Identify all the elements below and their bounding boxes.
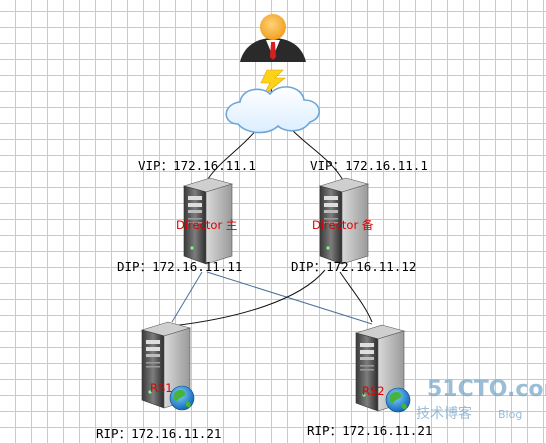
user-icon (240, 14, 306, 62)
link-backup-rs2 (339, 271, 373, 323)
dip-label-left: DIP：172.16.11.11 (117, 259, 242, 274)
rip-label-left: RIP：172.16.11.21 (96, 426, 221, 441)
link-cloud-director-primary (205, 127, 259, 183)
dip-label-right: DIP：172.16.11.12 (291, 259, 416, 274)
connection-lines (171, 69, 373, 327)
rip-label-right: RIP：172.16.11.21 (307, 423, 432, 438)
rs1-label: RS1 (150, 381, 173, 395)
vip-label-left: VIP：172.16.11.1 (138, 158, 256, 173)
cloud-icon (225, 86, 320, 134)
director-backup-label: Director 备 (312, 218, 374, 232)
link-cloud-director-backup (289, 127, 345, 183)
link-primary-rs2 (206, 271, 373, 325)
link-primary-rs1 (171, 271, 203, 323)
watermark-sub: 技术博客 (416, 405, 472, 422)
lightning-icon (260, 69, 286, 97)
vip-label-right: VIP：172.16.11.1 (310, 158, 428, 173)
link-backup-rs1 (171, 269, 326, 327)
globe-icon (169, 385, 195, 411)
director-primary-label: Director 主 (176, 218, 237, 232)
globe-icon (385, 387, 411, 413)
watermark: 51CTO.com 技术博客 Blog (416, 377, 546, 422)
watermark-brand: 51CTO.com (427, 377, 546, 402)
watermark-blog: Blog (498, 408, 522, 421)
rs2-label: RS2 (362, 384, 385, 398)
